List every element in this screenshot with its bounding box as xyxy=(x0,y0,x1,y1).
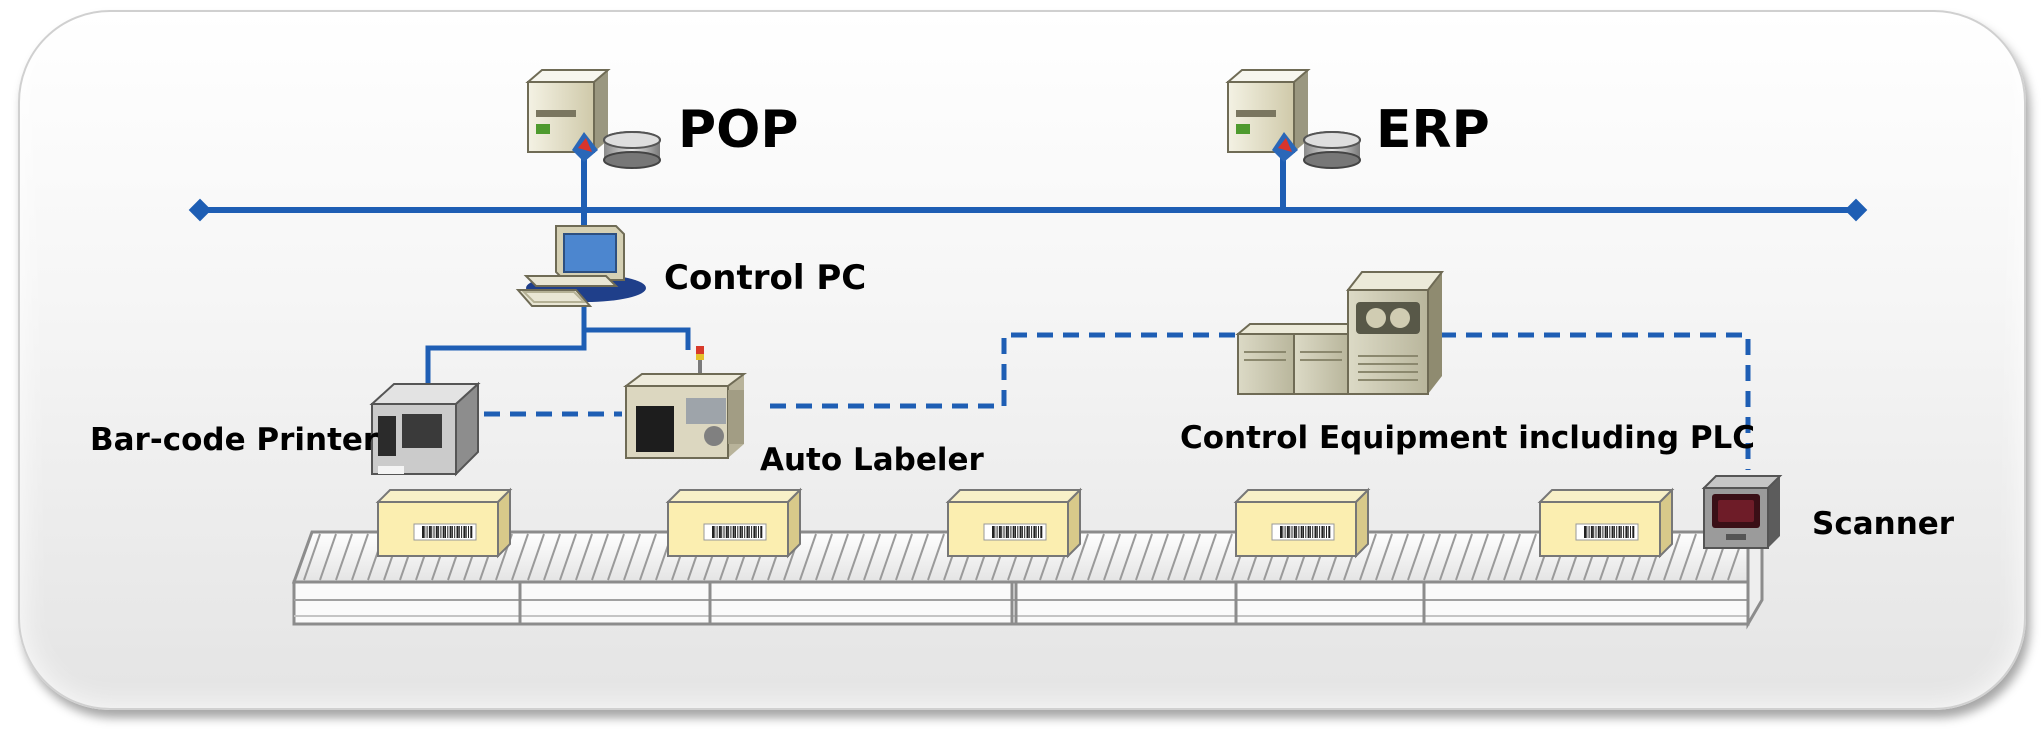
conveyor-slat xyxy=(1391,533,1409,581)
barcode-scanner-icon xyxy=(1701,475,1783,549)
conveyor-slat xyxy=(623,533,641,581)
conveyor-slat xyxy=(799,533,817,581)
conveyor-slat xyxy=(1423,533,1441,581)
package-box xyxy=(1233,487,1371,559)
conveyor-slat xyxy=(591,533,609,581)
conveyor-slat xyxy=(639,533,657,581)
package-box xyxy=(1537,487,1675,559)
conveyor-slat xyxy=(1183,533,1201,581)
package-box xyxy=(665,487,803,559)
conveyor-slat xyxy=(575,533,593,581)
conveyor-slat xyxy=(1439,533,1457,581)
plc-cabinet-icon xyxy=(1235,271,1445,395)
conveyor-slat xyxy=(1471,533,1489,581)
conveyor-slat xyxy=(1167,533,1185,581)
conveyor-slat xyxy=(1199,533,1217,581)
conveyor-slat xyxy=(1119,533,1137,581)
barcode-icon xyxy=(422,526,473,538)
server-icon xyxy=(1225,69,1361,169)
auto-labeler-label: Auto Labeler xyxy=(760,442,984,478)
conveyor-slat xyxy=(1103,533,1121,581)
pop-label: POP xyxy=(678,100,799,160)
control-pc-label: Control PC xyxy=(664,258,867,298)
control-equipment-label: Control Equipment including PLC xyxy=(1180,420,1756,456)
conveyor-slat xyxy=(351,533,369,581)
erp-label: ERP xyxy=(1376,100,1490,160)
conveyor-slat xyxy=(1215,533,1233,581)
printer-icon xyxy=(369,381,481,477)
conveyor-slat xyxy=(607,533,625,581)
conveyor-slat xyxy=(319,533,337,581)
conveyor-slat xyxy=(927,533,945,581)
plc-connections xyxy=(484,332,1751,470)
pc-connections xyxy=(425,292,691,388)
package-box xyxy=(945,487,1083,559)
bus-end-left xyxy=(188,198,212,222)
conveyor-slat xyxy=(1455,533,1473,581)
package-boxes xyxy=(375,487,1675,559)
barcode-printer-label: Bar-code Printer xyxy=(90,422,379,458)
conveyor-slat xyxy=(1151,533,1169,581)
conveyor-slat xyxy=(879,533,897,581)
conveyor-slat xyxy=(511,533,529,581)
conveyor-slat xyxy=(335,533,353,581)
package-box xyxy=(375,487,513,559)
conveyor-slat xyxy=(1663,533,1681,581)
conveyor-slat xyxy=(815,533,833,581)
bus-end-right xyxy=(1844,198,1868,222)
conveyor-slat xyxy=(1487,533,1505,581)
barcode-icon xyxy=(1280,526,1331,538)
conveyor-slat xyxy=(831,533,849,581)
desktop-computer-icon xyxy=(515,225,646,307)
conveyor-slat xyxy=(1503,533,1521,581)
conveyor-slat xyxy=(559,533,577,581)
conveyor-slat xyxy=(1519,533,1537,581)
conveyor-slat xyxy=(1359,533,1377,581)
conveyor-slat xyxy=(1087,533,1105,581)
conveyor-slat xyxy=(1375,533,1393,581)
conveyor-slat xyxy=(1071,533,1089,581)
conveyor-slat xyxy=(543,533,561,581)
conveyor-slat xyxy=(527,533,545,581)
barcode-icon xyxy=(992,526,1043,538)
conveyor-slat xyxy=(895,533,913,581)
server-icon xyxy=(525,69,661,169)
conveyor-slat xyxy=(303,533,321,581)
conveyor-slat xyxy=(1407,533,1425,581)
labeler-machine-icon xyxy=(623,346,747,459)
conveyor-slat xyxy=(1135,533,1153,581)
barcode-icon xyxy=(1584,526,1635,538)
conveyor-slat xyxy=(911,533,929,581)
network-bus xyxy=(188,150,1868,238)
barcode-icon xyxy=(712,526,763,538)
conveyor-slat xyxy=(1679,533,1697,581)
conveyor-slat xyxy=(847,533,865,581)
conveyor-slat xyxy=(863,533,881,581)
scanner-label: Scanner xyxy=(1812,506,1955,542)
